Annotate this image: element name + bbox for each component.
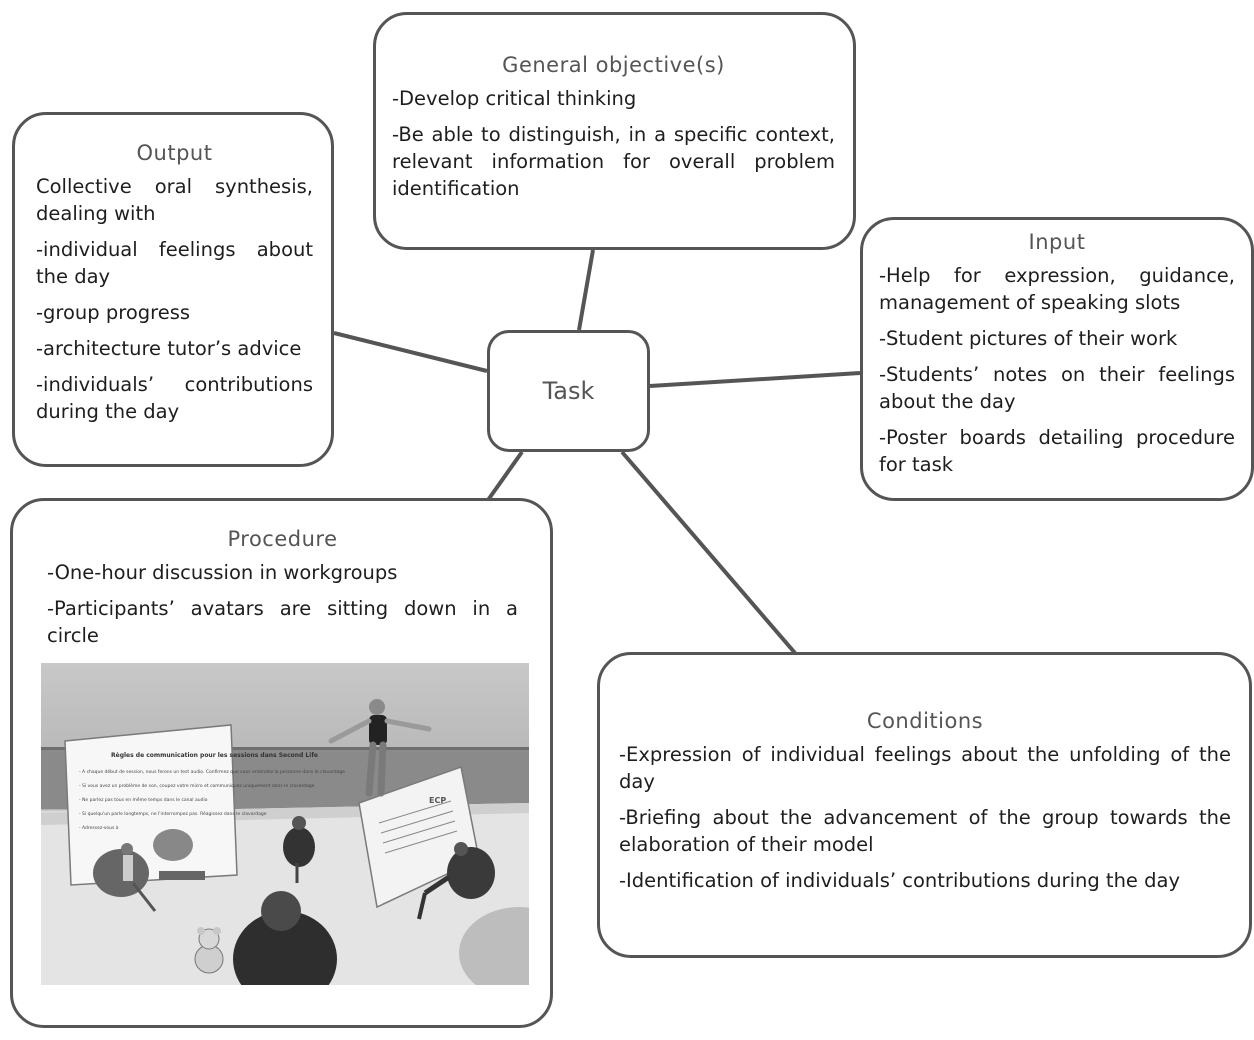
poster-title: Règles de communication pour les session…	[111, 752, 318, 759]
seated-avatar-center	[283, 816, 315, 883]
output-item: -individual feelings about the day	[36, 238, 313, 288]
foreground-chair-right	[459, 907, 529, 985]
condition-item: -Expression of individual feelings about…	[619, 743, 1231, 793]
connector-task-procedure	[486, 450, 524, 502]
left-poster-board: Règles de communication pour les session…	[64, 724, 345, 886]
input-title: Input	[1028, 230, 1086, 254]
connector-task-output	[333, 331, 488, 373]
task-box: Task	[487, 330, 650, 452]
foreground-avatar	[233, 891, 337, 985]
condition-item: -Briefing about the advancement of the g…	[619, 806, 1231, 856]
input-box: Input -Help for expression, guidance, ma…	[860, 217, 1254, 501]
poster-line: - A chaque début de session, nous ferons…	[79, 768, 345, 775]
input-item: -Students’ notes on their feelings about…	[879, 363, 1235, 413]
output-item: -individuals’ contributions during the d…	[36, 373, 313, 423]
input-item: -Help for expression, guidance, manageme…	[879, 264, 1235, 314]
general-objectives-box: General objective(s) -Develop critical t…	[373, 12, 856, 250]
second-life-screenshot: Règles de communication pour les session…	[41, 663, 529, 985]
objective-item: -Be able to distinguish, in a specific c…	[392, 123, 835, 200]
teddy-bear	[194, 927, 224, 974]
output-title: Output	[136, 141, 213, 165]
connector-task-input	[649, 371, 861, 388]
conditions-box: Conditions -Expression of individual fee…	[597, 652, 1252, 958]
output-box: Output Collective oral synthesis, dealin…	[12, 112, 334, 467]
poster-line: - Ne parlez pas tous en même temps dans …	[79, 796, 208, 803]
seated-avatar-right	[417, 842, 495, 920]
poster-line: - Adressez-vous à	[79, 824, 119, 831]
conditions-title: Conditions	[866, 709, 984, 733]
flying-avatar	[328, 699, 432, 797]
input-item: -Poster boards detailing procedure for t…	[879, 426, 1235, 476]
task-title: Task	[542, 377, 595, 405]
output-item: Collective oral synthesis, dealing with	[36, 175, 313, 225]
input-item: -Student pictures of their work	[879, 327, 1178, 350]
procedure-title: Procedure	[227, 527, 338, 551]
objective-item: -Develop critical thinking	[392, 87, 637, 110]
poster-line: - Si quelqu'un parle longtemps, ne l'int…	[79, 810, 267, 817]
second-life-scene: Règles de communication pour les session…	[41, 699, 529, 985]
connector-task-objectives	[577, 249, 595, 331]
poster-logo: ECP	[429, 796, 446, 805]
output-item: -group progress	[36, 301, 191, 324]
general-objectives-title: General objective(s)	[502, 53, 725, 77]
procedure-box: Procedure -One-hour discussion in workgr…	[10, 498, 553, 1028]
poster-line: - Si vous avez un problème de son, coupe…	[79, 782, 315, 789]
output-item: -architecture tutor’s advice	[36, 337, 302, 360]
egg-chair-left	[93, 829, 205, 912]
condition-item: -Identification of individuals’ contribu…	[619, 869, 1180, 892]
connector-task-conditions	[620, 450, 797, 655]
procedure-item: -Participants’ avatars are sitting down …	[47, 597, 518, 647]
procedure-item: -One-hour discussion in workgroups	[47, 561, 398, 584]
